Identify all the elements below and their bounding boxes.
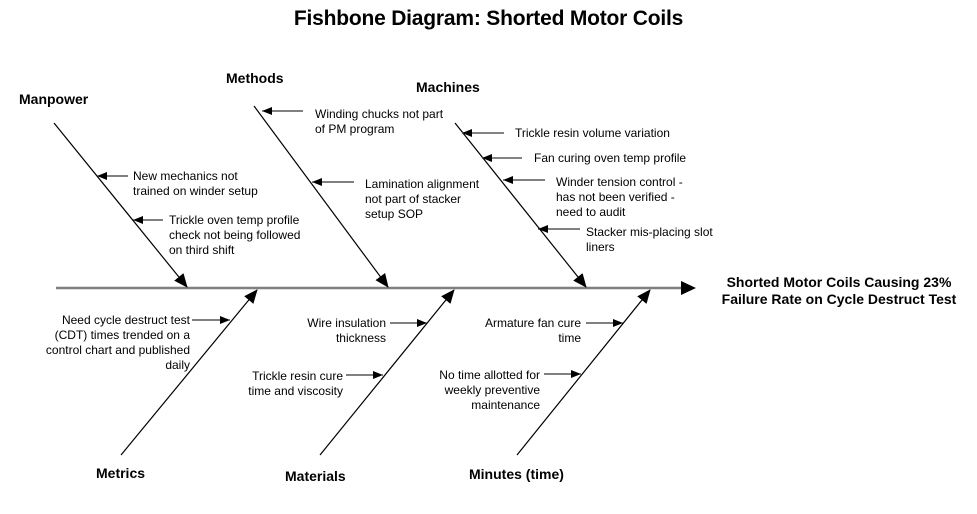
cause-line: on third shift	[169, 243, 235, 257]
cause-line: Winding chucks not part	[315, 107, 444, 121]
cause-line: daily	[165, 358, 190, 372]
bone-manpower	[53, 122, 188, 288]
cause-line: of PM program	[315, 122, 395, 136]
cause-line: Lamination alignment	[365, 177, 480, 191]
cause-line: Need cycle destruct test	[61, 313, 190, 327]
cause-machines-2: Fan curing oven temp profile	[534, 151, 686, 166]
cause-line: Fan curing oven temp profile	[534, 151, 687, 165]
cause-manpower-1: New mechanics not trained on winder setu…	[133, 169, 258, 199]
bone-minutes	[516, 289, 651, 456]
effect-problem-statement: Shorted Motor Coils Causing 23% Failure …	[708, 274, 970, 308]
cause-line: time	[558, 331, 581, 345]
cause-line: No time allotted for	[439, 368, 540, 382]
cause-machines-4: Stacker mis-placing slot liners	[586, 225, 713, 255]
cause-materials-1: Wire insulation thickness	[307, 316, 386, 346]
cause-metrics-1: Need cycle destruct test (CDT) times tre…	[46, 313, 190, 373]
cause-line: Trickle oven temp profile	[169, 213, 300, 227]
cause-methods-1: Winding chucks not part of PM program	[315, 107, 443, 137]
effect-line: Shorted Motor Coils Causing 23%	[726, 274, 952, 290]
cause-line: thickness	[335, 331, 386, 345]
category-label-machines: Machines	[416, 79, 480, 95]
category-label-manpower: Manpower	[19, 91, 89, 107]
cause-line: New mechanics not	[133, 169, 238, 183]
cause-line: liners	[586, 240, 615, 254]
cause-line: has not been verified -	[556, 190, 675, 204]
cause-line: trained on winder setup	[133, 184, 258, 198]
cause-materials-2: Trickle resin cure time and viscosity	[248, 369, 343, 399]
spine-arrowhead	[681, 281, 696, 295]
cause-machines-3: Winder tension control - has not been ve…	[556, 175, 683, 220]
bone-materials	[319, 289, 455, 456]
cause-minutes-1: Armature fan cure time	[485, 316, 581, 346]
cause-line: setup SOP	[365, 207, 424, 221]
category-label-metrics: Metrics	[96, 465, 146, 481]
category-label-materials: Materials	[285, 468, 346, 484]
cause-line: (CDT) times trended on a	[54, 328, 190, 342]
diagram-title: Fishbone Diagram: Shorted Motor Coils	[293, 7, 684, 30]
cause-machines-1: Trickle resin volume variation	[515, 126, 670, 141]
cause-line: not part of stacker	[365, 192, 462, 206]
cause-line: weekly preventive	[444, 383, 540, 397]
bone-metrics	[120, 289, 258, 456]
cause-line: Stacker mis-placing slot	[586, 225, 713, 239]
cause-line: Trickle resin volume variation	[515, 126, 670, 140]
cause-line: control chart and published	[45, 343, 190, 357]
cause-manpower-2: Trickle oven temp profile check not bein…	[169, 213, 300, 258]
cause-line: maintenance	[471, 398, 540, 412]
cause-minutes-2: No time allotted for weekly preventive m…	[439, 368, 540, 413]
cause-line: need to audit	[556, 205, 626, 219]
effect-line: Failure Rate on Cycle Destruct Test	[721, 291, 957, 307]
cause-line: check not being followed	[169, 228, 301, 242]
bone-methods	[253, 105, 389, 288]
cause-line: time and viscosity	[248, 384, 343, 398]
cause-line: Wire insulation	[307, 316, 386, 330]
cause-methods-2: Lamination alignment not part of stacker…	[365, 177, 479, 222]
cause-line: Armature fan cure	[484, 316, 581, 330]
category-label-methods: Methods	[226, 70, 284, 86]
category-label-minutes: Minutes (time)	[469, 466, 564, 482]
cause-line: Winder tension control -	[556, 175, 683, 189]
cause-line: Trickle resin cure	[252, 369, 343, 383]
bone-machines	[454, 122, 587, 288]
